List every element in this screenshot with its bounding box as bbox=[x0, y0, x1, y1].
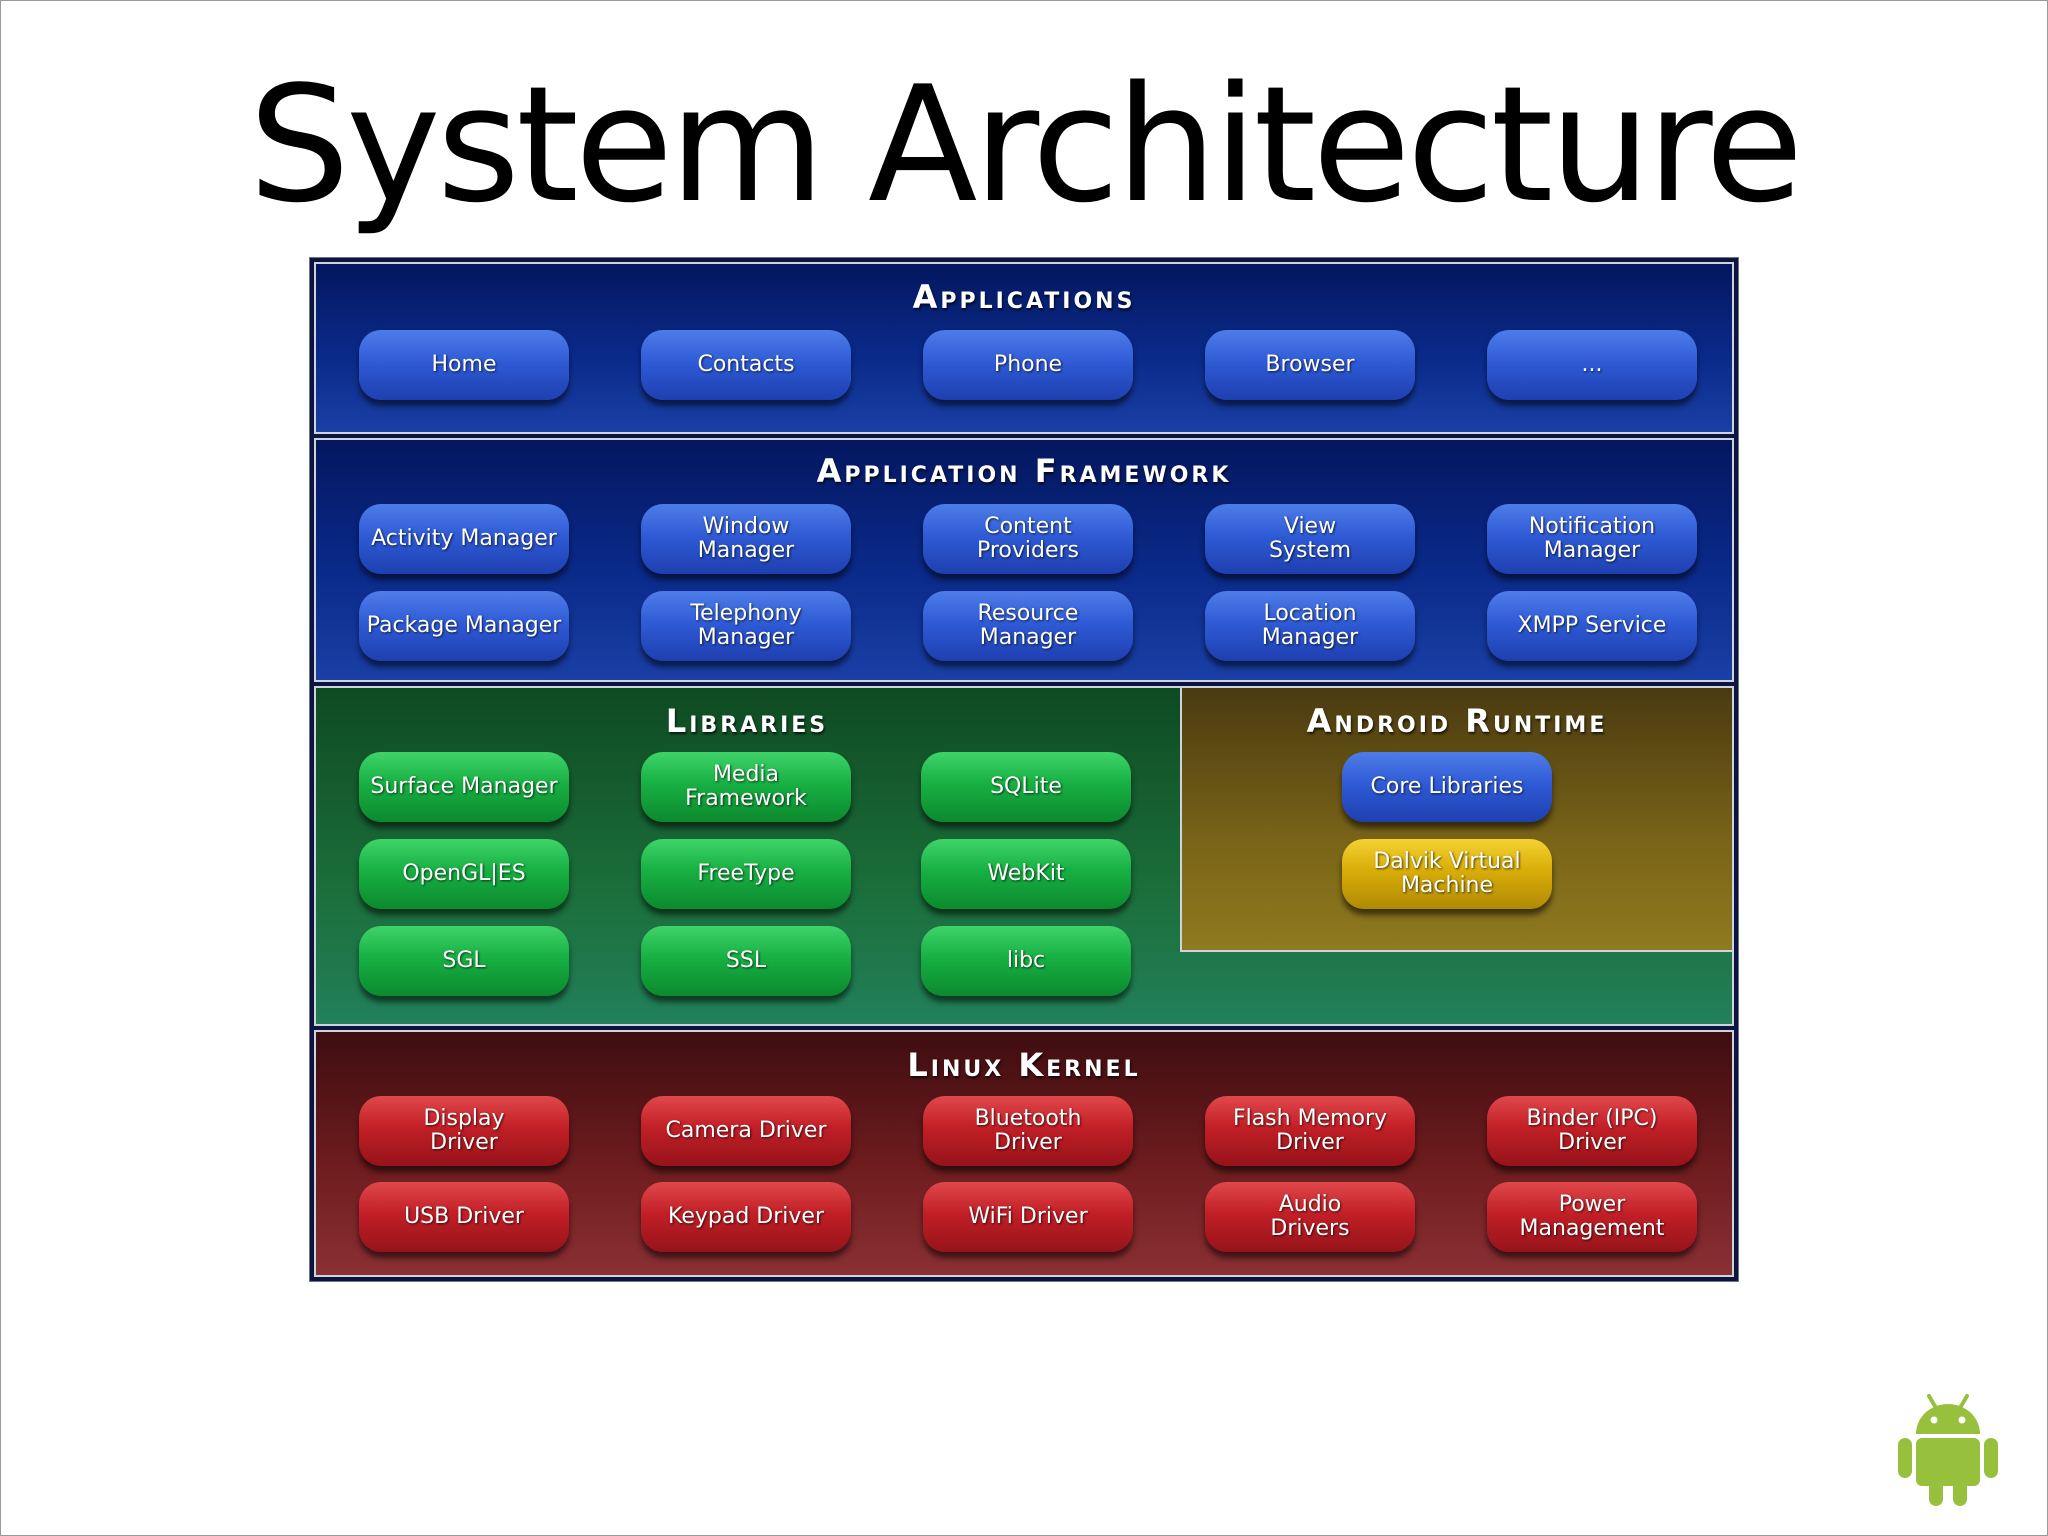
kernel-layer: Linux Kernel Display Driver Camera Drive… bbox=[314, 1030, 1734, 1277]
lib-libc: libc bbox=[921, 926, 1131, 996]
app-phone: Phone bbox=[923, 330, 1133, 400]
lib-freetype: FreeType bbox=[641, 839, 851, 909]
framework-resource-manager: Resource Manager bbox=[923, 591, 1133, 661]
lib-ssl: SSL bbox=[641, 926, 851, 996]
lib-webkit: WebKit bbox=[921, 839, 1131, 909]
kernel-power-management: Power Management bbox=[1487, 1182, 1697, 1252]
runtime-layer-title: Android Runtime bbox=[1306, 702, 1608, 740]
framework-location-manager: Location Manager bbox=[1205, 591, 1415, 661]
framework-window-manager: Window Manager bbox=[641, 504, 851, 574]
kernel-keypad-driver: Keypad Driver bbox=[641, 1182, 851, 1252]
framework-xmpp-service: XMPP Service bbox=[1487, 591, 1697, 661]
runtime-dalvik-vm: Dalvik Virtual Machine bbox=[1342, 839, 1552, 909]
android-robot-icon bbox=[1898, 1394, 1998, 1506]
framework-notification-manager: Notification Manager bbox=[1487, 504, 1697, 574]
framework-view-system: View System bbox=[1205, 504, 1415, 574]
framework-package-manager: Package Manager bbox=[359, 591, 569, 661]
framework-telephony-manager: Telephony Manager bbox=[641, 591, 851, 661]
lib-media-framework: Media Framework bbox=[641, 752, 851, 822]
kernel-binder-ipc-driver: Binder (IPC) Driver bbox=[1487, 1096, 1697, 1166]
architecture-diagram: Applications Home Contacts Phone Browser… bbox=[309, 257, 1739, 1282]
kernel-bluetooth-driver: Bluetooth Driver bbox=[923, 1096, 1133, 1166]
lib-surface-manager: Surface Manager bbox=[359, 752, 569, 822]
lib-sqlite: SQLite bbox=[921, 752, 1131, 822]
kernel-camera-driver: Camera Driver bbox=[641, 1096, 851, 1166]
kernel-layer-title: Linux Kernel bbox=[907, 1046, 1141, 1084]
app-more: ... bbox=[1487, 330, 1697, 400]
slide-title: System Architecture bbox=[248, 51, 1803, 238]
kernel-usb-driver: USB Driver bbox=[359, 1182, 569, 1252]
lib-sgl: SGL bbox=[359, 926, 569, 996]
runtime-layer: Android Runtime Core Libraries Dalvik Vi… bbox=[1180, 686, 1734, 952]
applications-layer: Applications Home Contacts Phone Browser… bbox=[314, 262, 1734, 434]
kernel-wifi-driver: WiFi Driver bbox=[923, 1182, 1133, 1252]
framework-activity-manager: Activity Manager bbox=[359, 504, 569, 574]
applications-layer-title: Applications bbox=[912, 278, 1136, 316]
app-browser: Browser bbox=[1205, 330, 1415, 400]
framework-layer-title: Application Framework bbox=[816, 452, 1232, 490]
libraries-layer-title: Libraries bbox=[665, 702, 829, 740]
framework-content-providers: Content Providers bbox=[923, 504, 1133, 574]
lib-opengl-es: OpenGL|ES bbox=[359, 839, 569, 909]
app-contacts: Contacts bbox=[641, 330, 851, 400]
framework-layer: Application Framework Activity Manager W… bbox=[314, 438, 1734, 682]
kernel-audio-drivers: Audio Drivers bbox=[1205, 1182, 1415, 1252]
runtime-core-libraries: Core Libraries bbox=[1342, 752, 1552, 822]
app-home: Home bbox=[359, 330, 569, 400]
kernel-display-driver: Display Driver bbox=[359, 1096, 569, 1166]
kernel-flash-memory-driver: Flash Memory Driver bbox=[1205, 1096, 1415, 1166]
